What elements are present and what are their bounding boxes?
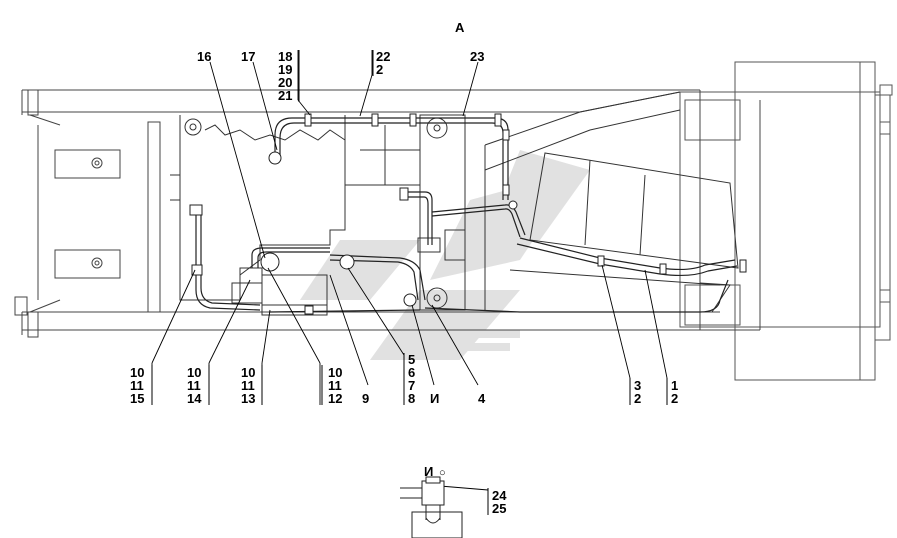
engine-block (170, 115, 420, 301)
callout-12-c: 12 (328, 391, 342, 406)
callout-12-b: 11 (328, 378, 342, 393)
callout-8-d: 8 (408, 391, 415, 406)
fittings (189, 113, 747, 315)
callout-8-a: 5 (408, 352, 415, 367)
callout-3-a: 3 (634, 378, 641, 393)
callout-9: 9 (362, 391, 369, 406)
callout-21: 21 (278, 88, 292, 103)
cooler (231, 267, 328, 316)
detail-mark: ○ (439, 467, 446, 479)
callout-I: И (430, 391, 439, 406)
callout-bars (151, 50, 668, 515)
callout-15-a: 10 (130, 365, 144, 380)
callout-22-2: 2 (376, 62, 383, 77)
callout-25: 25 (492, 501, 506, 516)
callout-23: 23 (470, 49, 484, 64)
callout-17: 17 (241, 49, 255, 64)
frame-outline (14, 89, 761, 338)
view-title: А (455, 20, 465, 35)
callout-20: 20 (278, 75, 292, 90)
cab-outline (679, 61, 893, 381)
callout-18: 18 (278, 49, 292, 64)
callout-16: 16 (197, 49, 211, 64)
callout-3-b: 2 (634, 391, 641, 406)
callout-4: 4 (478, 391, 486, 406)
callout-1-a: 1 (671, 378, 678, 393)
detail-view (400, 476, 463, 538)
transmission (417, 114, 466, 311)
callout-15-c: 15 (130, 391, 144, 406)
pipes (195, 117, 738, 313)
callout-12-a: 10 (328, 365, 342, 380)
callout-19: 19 (278, 62, 292, 77)
callout-13-a: 10 (241, 365, 255, 380)
callout-22: 22 (376, 49, 390, 64)
callout-13-b: 11 (241, 378, 255, 393)
battery-box (484, 91, 739, 313)
callout-24: 24 (492, 488, 507, 503)
callout-8-c: 7 (408, 378, 415, 393)
callout-8-b: 6 (408, 365, 415, 380)
callout-14-c: 14 (187, 391, 202, 406)
callout-14-b: 11 (187, 378, 201, 393)
callout-15-b: 11 (130, 378, 144, 393)
callout-14-a: 10 (187, 365, 201, 380)
labels: А 16 17 18 19 20 21 22 2 23 10 11 15 10 … (130, 20, 678, 516)
callout-1-b: 2 (671, 391, 678, 406)
callout-13-c: 13 (241, 391, 255, 406)
detail-title: И (424, 464, 433, 479)
watermark-logo (300, 150, 590, 360)
